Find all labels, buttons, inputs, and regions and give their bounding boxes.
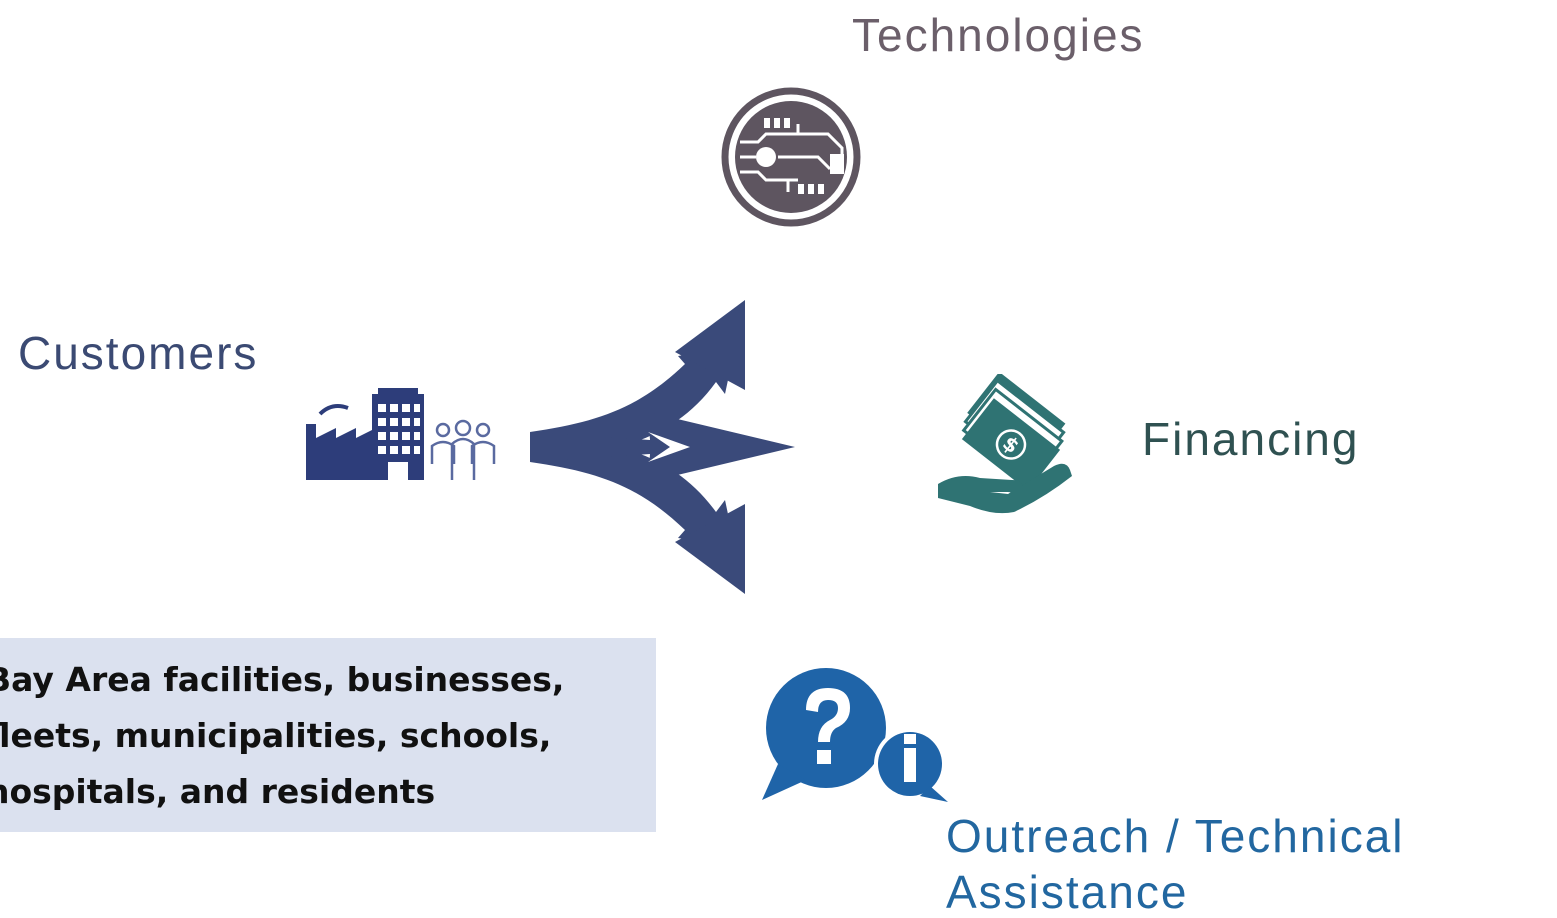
outreach-label-line2: Assistance bbox=[946, 866, 1189, 918]
customer-description-line: hospitals, and residents bbox=[0, 772, 436, 811]
customers-label: Customers bbox=[18, 327, 259, 379]
question-info-bubbles-icon bbox=[762, 668, 948, 802]
technologies-label: Technologies bbox=[852, 9, 1145, 61]
outreach-label: Outreach / Technical Assistance bbox=[946, 808, 1546, 918]
three-way-branch-arrow-icon bbox=[530, 300, 795, 594]
customer-description-line: fleets, municipalities, schools, bbox=[0, 716, 552, 755]
circuit-chip-icon bbox=[721, 87, 861, 227]
factory-building-people-icon bbox=[306, 388, 496, 480]
outreach-label-line1: Outreach / Technical bbox=[946, 810, 1405, 862]
customer-description-line: Bay Area facilities, businesses, bbox=[0, 660, 565, 699]
money-in-hand-icon: $ bbox=[938, 374, 1072, 514]
customer-description-box: Bay Area facilities, businesses, fleets,… bbox=[0, 638, 656, 832]
financing-label: Financing bbox=[1142, 413, 1360, 465]
